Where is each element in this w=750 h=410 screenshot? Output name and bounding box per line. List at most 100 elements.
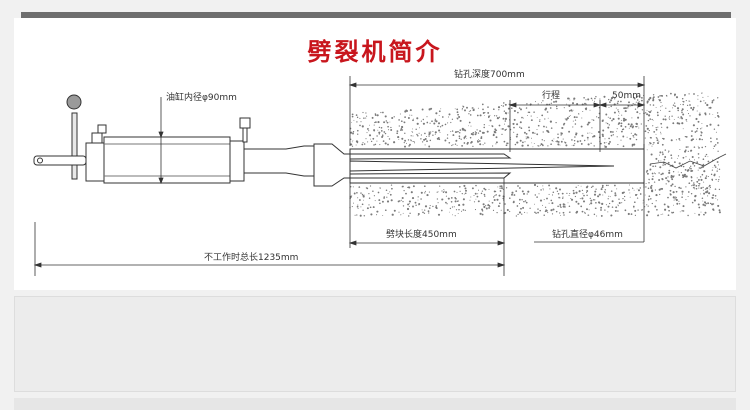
rock-speck	[409, 143, 411, 146]
rock-speck	[679, 211, 681, 213]
rock-speck	[716, 142, 719, 144]
rock-speck	[610, 105, 612, 108]
rock-speck	[587, 121, 590, 124]
rock-speck	[696, 130, 698, 132]
rock-speck	[657, 96, 660, 98]
rock-speck	[714, 194, 717, 197]
rock-speck	[663, 158, 666, 161]
rock-speck	[491, 201, 494, 204]
rock-speck	[673, 161, 676, 164]
rock-speck	[707, 95, 709, 97]
rock-speck	[528, 126, 530, 129]
wedge-shim-lower	[349, 172, 512, 179]
rock-speck	[359, 117, 361, 119]
rock-speck	[363, 117, 365, 119]
rock-speck	[564, 204, 566, 206]
rock-speck	[488, 200, 490, 202]
rock-speck	[507, 209, 509, 211]
lever-arm	[33, 155, 87, 166]
rock-speck	[574, 143, 576, 145]
rock-speck	[639, 193, 642, 195]
rock-speck	[684, 135, 687, 138]
rock-speck	[356, 129, 359, 132]
rock-speck	[682, 205, 685, 208]
rock-speck	[614, 192, 617, 194]
rock-speck	[594, 190, 597, 193]
rock-speck	[690, 139, 693, 142]
rock-speck	[636, 111, 639, 114]
rock-speck	[536, 129, 538, 130]
rock-speck	[421, 209, 423, 211]
rock-speck	[428, 191, 430, 193]
rock-speck	[710, 140, 712, 143]
bottom-strip	[14, 398, 736, 410]
rock-speck	[383, 121, 386, 124]
rock-speck	[578, 113, 580, 115]
rock-speck	[631, 126, 634, 129]
rock-speck	[654, 173, 656, 175]
rock-speck	[397, 200, 400, 203]
rock-speck	[493, 198, 496, 202]
rock-speck	[630, 213, 633, 215]
rock-speck	[651, 145, 653, 147]
rock-speck	[713, 128, 716, 130]
rock-speck	[660, 187, 664, 190]
rock-speck	[424, 205, 428, 208]
rock-speck	[432, 205, 434, 208]
rock-speck	[709, 202, 712, 205]
rock-speck	[368, 193, 370, 195]
rock-speck	[632, 187, 634, 190]
rock-speck	[673, 204, 675, 206]
rock-speck	[706, 124, 709, 127]
rock-speck	[573, 144, 575, 147]
label-wedge-length: 劈块长度450mm	[386, 230, 457, 240]
rock-speck	[451, 130, 454, 132]
rock-speck	[601, 187, 603, 189]
rock-speck	[531, 131, 535, 134]
rock-speck	[647, 119, 650, 122]
rock-speck	[635, 125, 638, 128]
rock-speck	[412, 135, 414, 137]
rock-speck	[353, 202, 354, 204]
rock-speck	[687, 169, 690, 172]
rock-speck	[708, 192, 711, 195]
rock-speck	[398, 125, 400, 127]
rock-speck	[634, 214, 636, 216]
rock-speck	[557, 136, 559, 139]
rock-speck	[459, 190, 461, 192]
rock-speck	[617, 210, 619, 212]
rock-speck	[435, 112, 438, 115]
rock-speck	[453, 206, 455, 208]
rock-speck	[437, 125, 439, 128]
rock-speck	[565, 144, 568, 147]
rock-speck	[680, 172, 682, 174]
rock-speck	[668, 117, 670, 119]
rock-speck	[633, 97, 636, 100]
cylinder-flange	[229, 140, 245, 182]
rock-speck	[388, 129, 390, 131]
rock-speck	[403, 121, 405, 123]
rock-speck	[707, 195, 709, 197]
rock-speck	[552, 191, 555, 194]
rock-speck	[659, 154, 661, 156]
rock-speck	[703, 100, 705, 102]
rock-speck	[616, 136, 618, 138]
rock-speck	[544, 210, 547, 213]
rock-speck	[424, 132, 426, 135]
rock-speck	[648, 111, 652, 114]
rock-speck	[411, 131, 413, 133]
rock-speck	[687, 150, 689, 152]
rock-speck	[591, 119, 593, 121]
rock-speck	[597, 195, 600, 198]
rock-speck	[378, 133, 380, 135]
rock-speck	[624, 125, 627, 128]
rock-speck	[592, 199, 595, 201]
rock-speck	[544, 126, 546, 128]
rock-speck	[711, 101, 714, 104]
rock-speck	[645, 171, 648, 173]
rock-speck	[393, 209, 396, 212]
page-title: 劈裂机简介	[307, 37, 443, 66]
rock-speck	[351, 206, 353, 208]
rock-speck	[405, 192, 407, 195]
rock-speck	[638, 101, 640, 103]
